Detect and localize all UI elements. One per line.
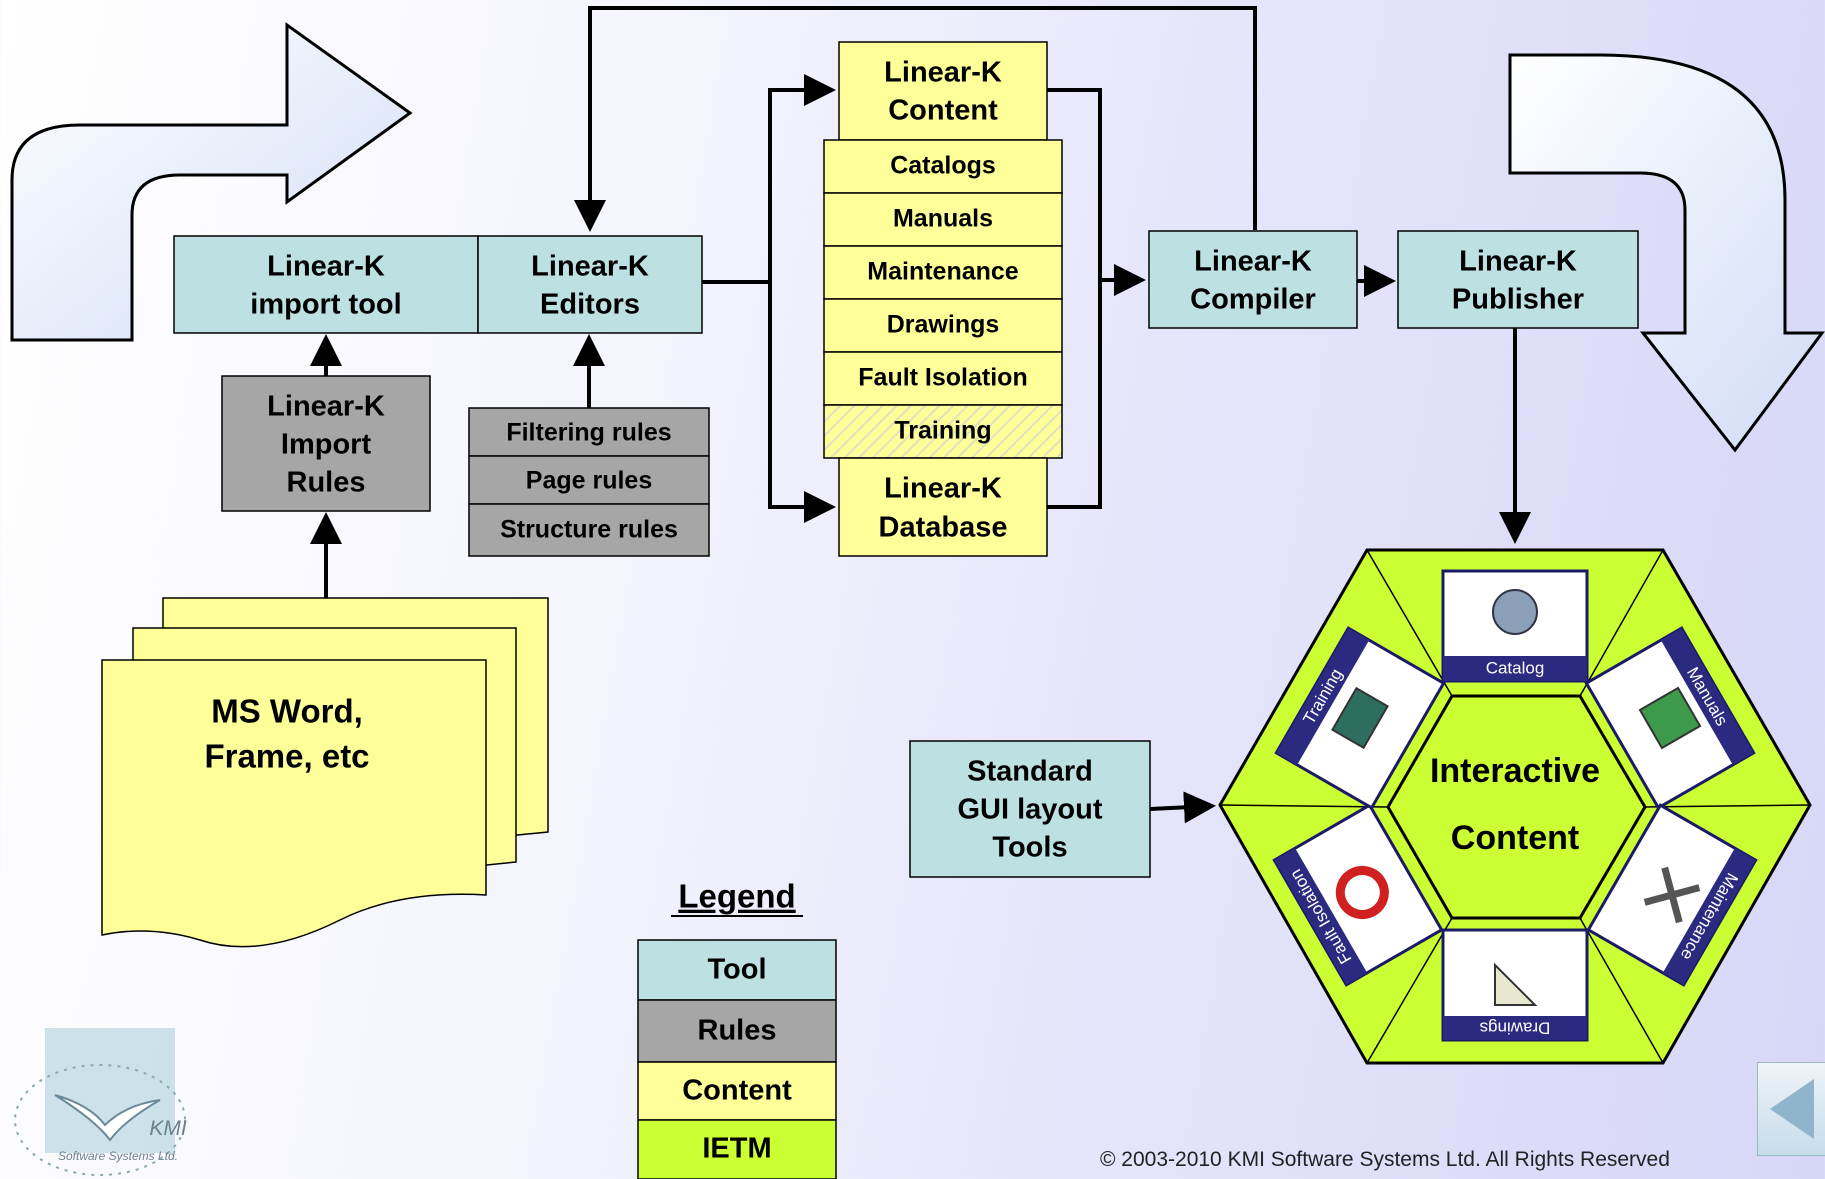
lifebuoy-icon: [1335, 866, 1389, 919]
tile-catalog[interactable]: Catalog: [1441, 569, 1589, 683]
compiler-label-1: Linear-K: [1194, 246, 1312, 278]
content-items-stack: Catalogs Manuals Maintenance Drawings Fa…: [823, 139, 1063, 459]
kmi-logo: KMI Software Systems Ltd.: [14, 1028, 187, 1176]
content-box[interactable]: Linear-K Content: [838, 41, 1048, 141]
tile-drawings-label: Drawings: [1480, 1019, 1551, 1038]
drafting-icon: [1494, 962, 1538, 1006]
publisher-label-1: Linear-K: [1459, 246, 1577, 278]
content-label-1: Linear-K: [884, 57, 1002, 89]
database-label-2: Database: [879, 512, 1008, 544]
content-label-2: Content: [888, 95, 998, 127]
manuals-label: Manuals: [893, 205, 993, 233]
source-docs-label-1: MS Word,: [211, 693, 363, 730]
import-rules-box[interactable]: Linear-K Import Rules: [221, 375, 431, 512]
page-rules-label: Page rules: [526, 467, 652, 495]
compiler-box[interactable]: Linear-K Compiler: [1148, 230, 1358, 329]
content-item-catalogs[interactable]: [823, 139, 1063, 194]
import-tool-label-2: import tool: [250, 289, 401, 321]
gui-tools-label-3: Tools: [992, 832, 1067, 864]
source-docs-label-2: Frame, etc: [204, 738, 369, 775]
blackboard-icon: [1331, 686, 1389, 750]
content-item-fault-isolation[interactable]: [823, 351, 1063, 406]
content-item-maintenance[interactable]: [823, 245, 1063, 300]
tile-drawings[interactable]: Drawings: [1441, 928, 1589, 1042]
source-documents: MS Word, Frame, etc: [101, 597, 549, 948]
gui-tools-box[interactable]: Standard GUI layout Tools: [909, 740, 1151, 878]
interactive-label-2: Content: [1451, 819, 1579, 857]
copyright-footer: © 2003-2010 KMI Software Systems Ltd. Al…: [1100, 1148, 1670, 1171]
editor-rules-stack[interactable]: Filtering rules Page rules Structure rul…: [468, 407, 710, 557]
editors-label-2: Editors: [540, 289, 640, 321]
structure-rules-label: Structure rules: [500, 516, 678, 544]
split-to-database-arrow: [768, 282, 836, 523]
gui-tools-to-ietm-arrow: [1149, 791, 1216, 824]
publisher-box[interactable]: Linear-K Publisher: [1397, 230, 1639, 329]
legend: Legend Tool Rules Content IETM: [637, 878, 837, 1179]
legend-rules-label: Rules: [698, 1015, 777, 1047]
editors-box[interactable]: Linear-K Editors: [477, 235, 703, 334]
import-rules-label-3: Rules: [287, 467, 366, 499]
compiler-label-2: Compiler: [1190, 284, 1316, 316]
back-button[interactable]: [1757, 1062, 1825, 1156]
catalogs-label: Catalogs: [890, 152, 996, 180]
tile-training[interactable]: Training: [1274, 626, 1446, 810]
legend-content-label: Content: [682, 1075, 792, 1107]
split-to-content-arrow: [768, 74, 836, 282]
gui-tools-label-1: Standard: [967, 756, 1093, 788]
database-box[interactable]: Linear-K Database: [838, 457, 1048, 557]
fault-isolation-label: Fault Isolation: [858, 364, 1027, 392]
drawings-label: Drawings: [887, 311, 1000, 339]
legend-title: Legend: [678, 878, 795, 915]
filtering-rules-label: Filtering rules: [506, 419, 671, 447]
maintenance-label: Maintenance: [867, 258, 1019, 286]
books-icon: [1638, 686, 1702, 750]
import-rules-label-2: Import: [281, 429, 372, 461]
curved-arrow-down-icon: [1508, 53, 1825, 453]
legend-tool-label: Tool: [707, 954, 766, 986]
curved-arrow-right-icon: [10, 22, 413, 342]
logo-company: KMI: [149, 1117, 187, 1140]
wrench-icon: [1643, 866, 1701, 924]
content-to-merge-connector: [1047, 88, 1102, 509]
content-item-manuals[interactable]: [823, 192, 1063, 247]
legend-rules-swatch: [637, 999, 837, 1063]
bird-icon: [54, 1094, 161, 1142]
gui-tools-label-2: GUI layout: [957, 794, 1102, 826]
import-tool-box[interactable]: Linear-K import tool: [173, 235, 479, 334]
bolt-icon: [1492, 589, 1538, 635]
feedback-connector: [574, 6, 1257, 232]
training-label: Training: [894, 417, 991, 445]
editors-label-1: Linear-K: [531, 251, 649, 283]
interactive-label-1: Interactive: [1430, 752, 1600, 790]
tile-maintenance[interactable]: Maintenance: [1586, 803, 1758, 987]
import-tool-label-1: Linear-K: [267, 251, 385, 283]
tile-catalog-label: Catalog: [1486, 658, 1545, 677]
import-rules-label-1: Linear-K: [267, 391, 385, 423]
database-label-1: Linear-K: [884, 473, 1002, 505]
legend-ietm-swatch: [637, 1119, 837, 1179]
publisher-label-2: Publisher: [1452, 284, 1584, 316]
legend-ietm-label: IETM: [702, 1133, 771, 1165]
triangle-left-icon: [1770, 1079, 1814, 1139]
logo-tagline: Software Systems Ltd.: [58, 1149, 178, 1163]
